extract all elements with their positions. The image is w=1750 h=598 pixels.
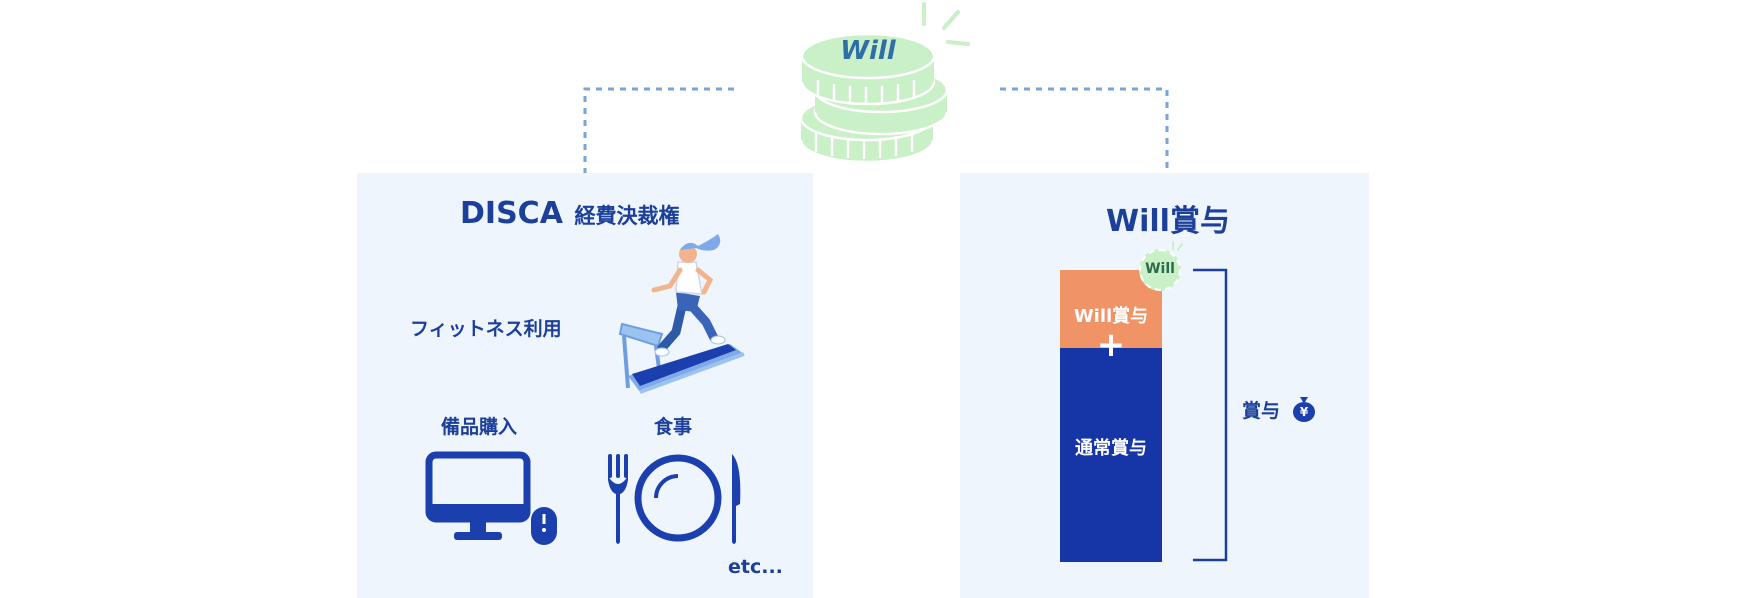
disca-title: DISCA 経費決裁権 xyxy=(460,196,679,231)
disca-title-sub: 経費決裁権 xyxy=(574,204,680,228)
will-bonus-bar-label: Will賞与 xyxy=(1073,306,1149,327)
equipment-label: 備品購入 xyxy=(441,416,518,438)
yen-symbol: ¥ xyxy=(1299,405,1309,419)
plus-icon: + xyxy=(1096,325,1126,365)
will-bonus-title: Will賞与 xyxy=(1106,204,1230,239)
bonus-bracket xyxy=(1193,268,1228,562)
coin-stack-icon xyxy=(799,32,949,164)
bonus-total-label: 賞与 xyxy=(1242,400,1281,422)
fitness-label: フィットネス利用 xyxy=(410,318,562,340)
money-bag-icon xyxy=(1293,397,1315,422)
disca-panel xyxy=(357,173,813,598)
disca-title-main: DISCA xyxy=(460,196,563,231)
mouse-icon xyxy=(531,507,557,545)
treadmill-runner-icon xyxy=(618,234,745,394)
will-badge xyxy=(1139,249,1181,291)
badge-sparkle-icon xyxy=(1172,241,1183,251)
monitor-icon xyxy=(425,451,531,540)
will-badge-label: Will xyxy=(1145,261,1175,277)
fork-plate-knife-icon xyxy=(608,454,741,544)
sparkle-icon xyxy=(922,2,970,46)
etc-label: etc... xyxy=(728,556,783,578)
coin-label: Will xyxy=(840,36,896,66)
regular-bonus-bar-segment xyxy=(1060,348,1162,562)
meal-label: 食事 xyxy=(654,416,693,438)
regular-bonus-bar-label: 通常賞与 xyxy=(1075,438,1147,459)
will-bonus-panel xyxy=(960,173,1369,598)
